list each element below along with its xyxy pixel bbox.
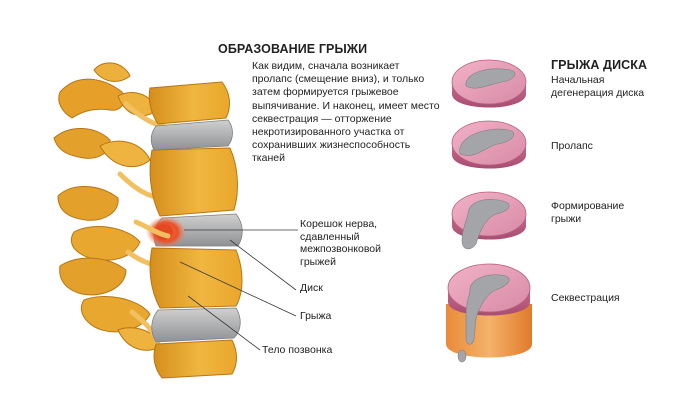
stage-label-2: Пролапс <box>551 140 593 152</box>
description-paragraph: Как видим, сначала возникает пролапс (см… <box>252 60 440 165</box>
spine-illustration <box>53 62 243 379</box>
disc-stage-4 <box>446 263 532 363</box>
facet-joint-2 <box>99 140 151 168</box>
vertebral-body-4 <box>153 339 237 379</box>
disc-1 <box>150 119 233 151</box>
callout-hernia: Грыжа <box>300 310 332 322</box>
lead-line-disc <box>229 239 297 291</box>
disc-stage-1 <box>451 59 527 108</box>
stage-label-1: Начальная дегенерация диска <box>551 74 645 99</box>
transverse-process-1 <box>93 62 131 82</box>
spinous-process-3 <box>57 185 119 221</box>
stage-label-3: Формирование грыжи <box>551 200 625 225</box>
disc-stage-2 <box>451 120 527 169</box>
vertebral-body-2 <box>149 147 238 217</box>
stage-label-4: Секвестрация <box>551 292 620 304</box>
disc-stage-3 <box>451 191 527 250</box>
section-title-formation: ОБРАЗОВАНИЕ ГРЫЖИ <box>218 42 368 56</box>
callout-nerve-root: Корешок нерва, сдавленный межпозвонковой… <box>300 218 382 268</box>
spinous-process-2 <box>53 127 111 159</box>
disc-3 <box>151 307 241 343</box>
lead-line-hernia <box>179 261 297 317</box>
callout-vertebral-body: Тело позвонка <box>262 344 333 356</box>
lamina-4 <box>80 296 151 333</box>
compressed-nerve <box>133 219 171 239</box>
vertebral-body-3 <box>149 247 243 309</box>
lead-lines <box>179 229 298 351</box>
spinous-process-top <box>58 78 125 119</box>
spinous-process-4 <box>59 257 127 296</box>
lead-line-vertebral-body <box>187 295 261 351</box>
lamina-3 <box>70 226 141 261</box>
vertebral-body-1 <box>148 81 230 125</box>
callout-disc: Диск <box>300 282 323 294</box>
section-title-disc-hernia: ГРЫЖА ДИСКА <box>551 58 648 72</box>
